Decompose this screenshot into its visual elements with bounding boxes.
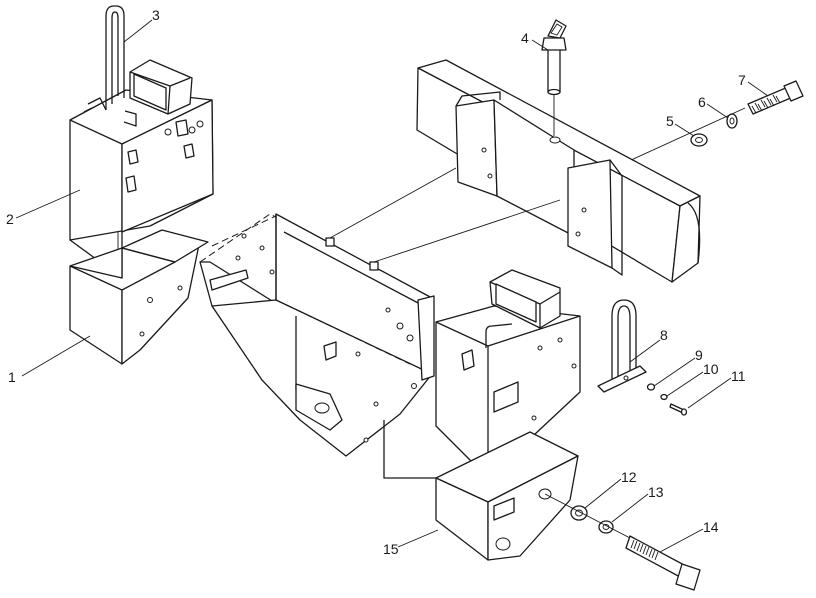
callout-9: 9 xyxy=(695,347,703,363)
callout-3: 3 xyxy=(152,7,160,23)
callout-5: 5 xyxy=(666,113,674,129)
part-3-handle xyxy=(83,5,125,113)
part-5-washer xyxy=(690,133,708,147)
leader-lines xyxy=(15,19,769,553)
callout-15: 15 xyxy=(383,541,399,557)
callout-4: 4 xyxy=(521,30,529,46)
callout-6: 6 xyxy=(698,94,706,110)
part-15-lower-bracket xyxy=(383,420,579,561)
part-12-washer xyxy=(570,505,588,521)
part-11-screw xyxy=(669,403,688,416)
center-frame xyxy=(199,167,561,457)
part-14-bolt xyxy=(625,535,701,591)
callout-12: 12 xyxy=(621,469,637,485)
part-9-nut xyxy=(646,383,656,391)
right-upper-box xyxy=(435,269,581,479)
part-1-lower-bracket xyxy=(69,229,209,365)
part-2-upper-box xyxy=(69,59,214,279)
part-6-washer xyxy=(726,113,738,129)
callout-14: 14 xyxy=(703,519,719,535)
part-8-handle xyxy=(597,299,647,393)
axis-line-bolt-14 xyxy=(544,493,631,539)
callout-1: 1 xyxy=(8,369,16,385)
callout-13: 13 xyxy=(648,484,664,500)
callout-labels: 1 2 3 4 5 6 7 8 9 10 11 12 13 14 15 xyxy=(6,7,746,557)
callout-2: 2 xyxy=(6,211,14,227)
part-7-bolt xyxy=(747,80,804,115)
callout-8: 8 xyxy=(660,327,668,343)
part-10-washer xyxy=(660,393,668,401)
callout-10: 10 xyxy=(703,361,719,377)
callout-11: 11 xyxy=(731,368,746,384)
part-4-pin xyxy=(541,19,567,136)
callout-7: 7 xyxy=(738,72,746,88)
